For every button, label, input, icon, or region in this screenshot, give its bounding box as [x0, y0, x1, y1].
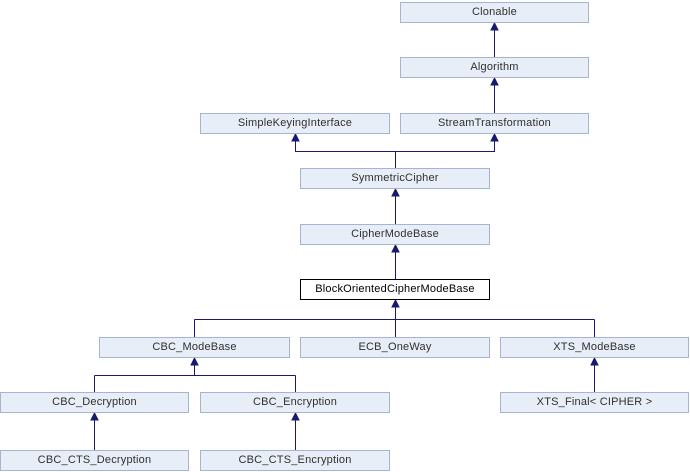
class-node-cbc-cts-decryption[interactable]: CBC_CTS_Decryption: [0, 450, 189, 471]
class-node-stream-transformation[interactable]: StreamTransformation: [400, 113, 589, 134]
class-node-cbc-cts-encryption[interactable]: CBC_CTS_Encryption: [200, 450, 390, 471]
class-node-algorithm[interactable]: Algorithm: [400, 57, 589, 78]
arrowhead-icon: [490, 21, 499, 31]
arrowhead-icon: [391, 243, 400, 253]
arrowhead-icon: [291, 411, 300, 421]
class-node-xts-mode-base[interactable]: XTS_ModeBase: [500, 337, 689, 358]
class-node-ecb-oneway[interactable]: ECB_OneWay: [300, 337, 490, 358]
class-node-cbc-encryption[interactable]: CBC_Encryption: [200, 392, 390, 413]
class-node-cbc-mode-base[interactable]: CBC_ModeBase: [99, 337, 290, 358]
arrowhead-icon: [391, 187, 400, 197]
class-node-cbc-decryption[interactable]: CBC_Decryption: [0, 392, 189, 413]
arrowhead-icon: [590, 356, 599, 366]
arrowhead-icon: [190, 356, 199, 366]
arrowhead-icon: [391, 298, 400, 308]
class-node-xts-final[interactable]: XTS_Final< CIPHER >: [500, 392, 689, 413]
class-node-symmetric-cipher[interactable]: SymmetricCipher: [300, 168, 490, 189]
arrowhead-icon: [490, 76, 499, 86]
class-node-clonable[interactable]: Clonable: [400, 2, 589, 23]
arrowhead-icon: [291, 132, 300, 142]
class-node-cipher-mode-base[interactable]: CipherModeBase: [300, 224, 490, 245]
arrowhead-icon: [90, 411, 99, 421]
class-node-simple-keying-interface[interactable]: SimpleKeyingInterface: [200, 113, 390, 134]
arrowhead-icon: [490, 132, 499, 142]
class-node-block-oriented-cipher-mode-base: BlockOrientedCipherModeBase: [300, 279, 490, 300]
